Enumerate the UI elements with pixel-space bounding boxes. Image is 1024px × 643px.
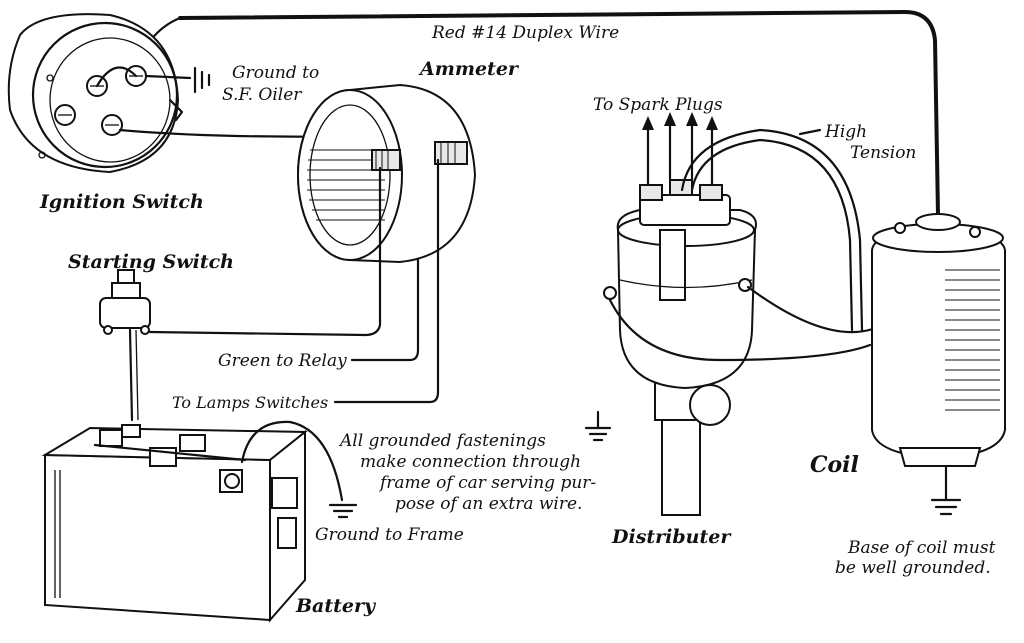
label-coil: Coil — [810, 452, 859, 478]
label-high-tension-line2: Tension — [850, 143, 916, 163]
ammeter-terminal — [371, 149, 401, 171]
label-ground-oiler-line1: Ground to — [232, 63, 319, 83]
wire-green-relay — [148, 166, 382, 337]
label-lamps-switches: To Lamps Switches — [172, 393, 328, 412]
ground-symbol-coil — [930, 464, 962, 516]
distributer-terminal — [639, 184, 663, 201]
battery-ground-wire — [240, 420, 344, 502]
ground-symbol-oiler — [193, 66, 211, 94]
red-duplex-wire — [178, 9, 940, 217]
wire-to-lamps — [333, 158, 440, 404]
label-spark-plugs: To Spark Plugs — [593, 95, 723, 115]
label-red-duplex-wire: Red #14 Duplex Wire — [431, 23, 619, 43]
wire-distributer-coil-2 — [608, 298, 872, 362]
label-starting-switch: Starting Switch — [68, 251, 234, 273]
ignition-terminal — [54, 104, 76, 126]
note-line4: pose of an extra wire. — [395, 494, 582, 514]
high-tension-cable — [680, 128, 864, 332]
coil — [871, 213, 1006, 467]
label-ammeter: Ammeter — [418, 58, 520, 80]
label-battery: Battery — [295, 595, 377, 617]
ammeter — [297, 83, 477, 264]
ground-symbol-note — [584, 410, 612, 442]
distributer — [603, 179, 757, 516]
ground-symbol-frame — [328, 503, 358, 519]
note-line2: make connection through — [360, 452, 581, 472]
label-ground-frame: Ground to Frame — [315, 525, 464, 545]
label-high-tension-line1: High — [824, 122, 867, 142]
battery — [41, 424, 308, 623]
note-line1: All grounded fastenings — [338, 431, 546, 451]
label-green-relay: Green to Relay — [218, 351, 347, 371]
ignition-terminal — [101, 114, 123, 136]
ammeter-terminal — [434, 141, 468, 165]
cable-starting-battery — [128, 328, 134, 422]
distributer-terminal — [699, 184, 723, 201]
wire-to-relay-label — [350, 258, 420, 362]
coil-base-note-line2: be well grounded. — [835, 558, 991, 578]
label-distributer: Distributer — [611, 526, 732, 548]
starting-switch — [99, 269, 151, 335]
distributer-terminal — [669, 179, 693, 196]
label-ground-oiler-line2: S.F. Oiler — [222, 85, 302, 105]
label-ignition-switch: Ignition Switch — [39, 191, 204, 213]
ignition-switch — [7, 13, 192, 174]
coil-base-note-line1: Base of coil must — [847, 538, 996, 558]
spark-plug-arrows — [642, 112, 718, 187]
note-line3: frame of car serving pur- — [378, 473, 596, 493]
